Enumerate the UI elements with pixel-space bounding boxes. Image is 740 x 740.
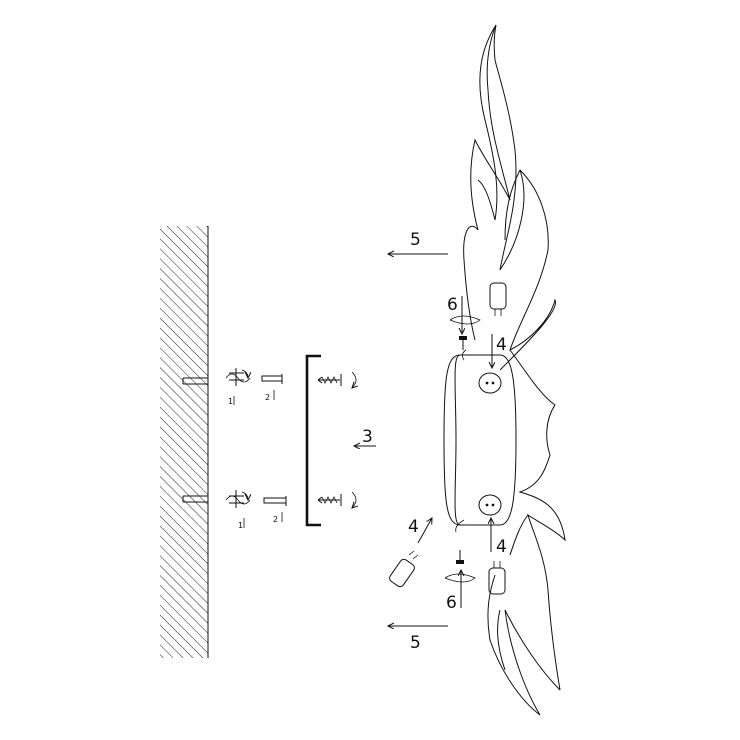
wall-plug-icon-bottom [263, 496, 287, 506]
step-label-drill-top: 1 [228, 397, 233, 406]
bulb-icon-bottom [488, 561, 506, 595]
wall [160, 226, 209, 658]
label-insert-bottom: 4 [408, 517, 419, 537]
rotate-icon-bottom [444, 573, 476, 583]
label-insert-top: 4 [496, 335, 507, 355]
bracket-screw-icon-top [317, 371, 356, 388]
label-screw-bottom: 6 [446, 593, 457, 613]
drill-bit-icon-bottom [225, 490, 250, 508]
step-label-plug-bottom: 2 [273, 515, 278, 524]
bulb-icon-top [489, 282, 507, 316]
screw-icon-bottom [456, 550, 464, 564]
screw-icon-top [459, 336, 467, 350]
bracket-screw-icon-bottom [317, 491, 356, 508]
rotate-icon-top [449, 315, 481, 325]
flame-shade [463, 24, 566, 716]
step-label-plug-top: 2 [265, 393, 270, 402]
drill-bit-icon-top [225, 368, 250, 386]
label-screw-top: 6 [447, 295, 458, 315]
label-shade-top: 5 [410, 230, 421, 250]
label-side-bottom: 4 [496, 537, 507, 557]
step-label-drill-bottom: 1 [238, 521, 243, 530]
lamp-body [443, 349, 517, 533]
bulb-icon-side [389, 550, 419, 588]
wall-plug-icon-top [261, 374, 283, 384]
label-mount-plate: 3 [362, 427, 373, 447]
arrow-insert-side [417, 518, 432, 544]
mounting-bracket [305, 354, 321, 527]
label-shade-bottom: 5 [410, 633, 421, 653]
